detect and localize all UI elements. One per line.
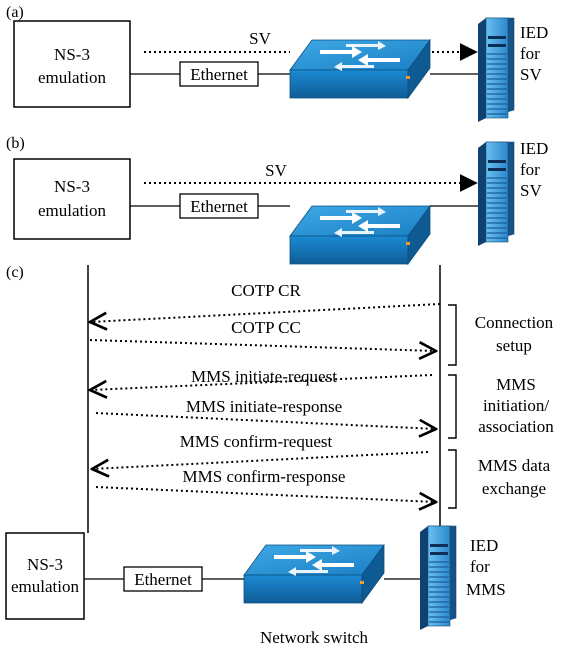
panel-a: (a) NS-3 emulation Ethernet SV IED for S… [6,4,548,123]
phase-label: Connection [475,313,554,332]
ied-label: SV [520,65,542,84]
message-label: COTP CC [231,318,301,337]
message-label: MMS initiate-response [186,397,342,416]
ethernet-label: Ethernet [190,65,248,84]
phase-label: setup [496,336,532,355]
ns3-label: NS-3 [54,45,90,64]
message-label: MMS initiate-request [191,367,337,386]
ied-label: for [520,44,540,63]
mms-data-exchange-bracket [448,449,457,509]
ied-server-icon [477,141,515,247]
network-switch-caption: Network switch [260,628,369,647]
panel-b-tag: (b) [6,135,25,152]
panel-c-tag: (c) [6,264,24,281]
phase-label: MMS [496,375,536,394]
ied-label: IED [520,23,548,42]
network-switch-icon [289,205,431,265]
ied-label: IED [470,536,498,555]
mms-confirm-response-arrow [95,486,436,502]
ethernet-box [123,566,203,592]
ied-label: MMS [466,580,506,599]
panel-c: (c) COTP CR COTP CC MMS initiate-request… [5,264,554,647]
mms-confirm-request-arrow [92,451,429,469]
message-label: COTP CR [231,281,301,300]
ied-label: IED [520,139,548,158]
phase-label: association [478,417,554,436]
mms-initiate-response-arrow [95,412,436,429]
ethernet-label: Ethernet [190,197,248,216]
emulation-label: emulation [11,577,79,596]
sv-label: SV [249,29,271,48]
ns3-emulation-box [5,532,85,620]
ied-label: for [470,557,490,576]
panel-b: (b) NS-3 emulation Ethernet SV IED for S… [6,135,548,265]
panel-a-tag: (a) [6,4,24,21]
ethernet-label: Ethernet [134,570,192,589]
connection-setup-bracket [448,304,457,366]
emulation-label: emulation [38,201,106,220]
ns3-label: NS-3 [54,177,90,196]
network-switch-icon [243,544,385,604]
network-switch-icon [289,39,431,99]
phase-label: initiation/ [483,396,549,415]
message-label: MMS confirm-request [180,432,333,451]
mms-association-bracket [448,374,457,439]
ns3-emulation-box [13,20,131,108]
sv-label: SV [265,161,287,180]
mms-initiate-request-arrow [90,374,433,390]
ied-server-icon [477,17,515,123]
ns3-label: NS-3 [27,555,63,574]
phase-label: exchange [482,479,546,498]
ied-label: SV [520,181,542,200]
cotp-cc-arrow [89,339,436,351]
emulation-label: emulation [38,68,106,87]
message-label: MMS confirm-response [183,467,346,486]
phase-label: MMS data [478,456,551,475]
ied-label: for [520,160,540,179]
cotp-cr-arrow [90,303,441,322]
ns3-emulation-box [13,158,131,240]
ied-server-icon [419,525,457,631]
